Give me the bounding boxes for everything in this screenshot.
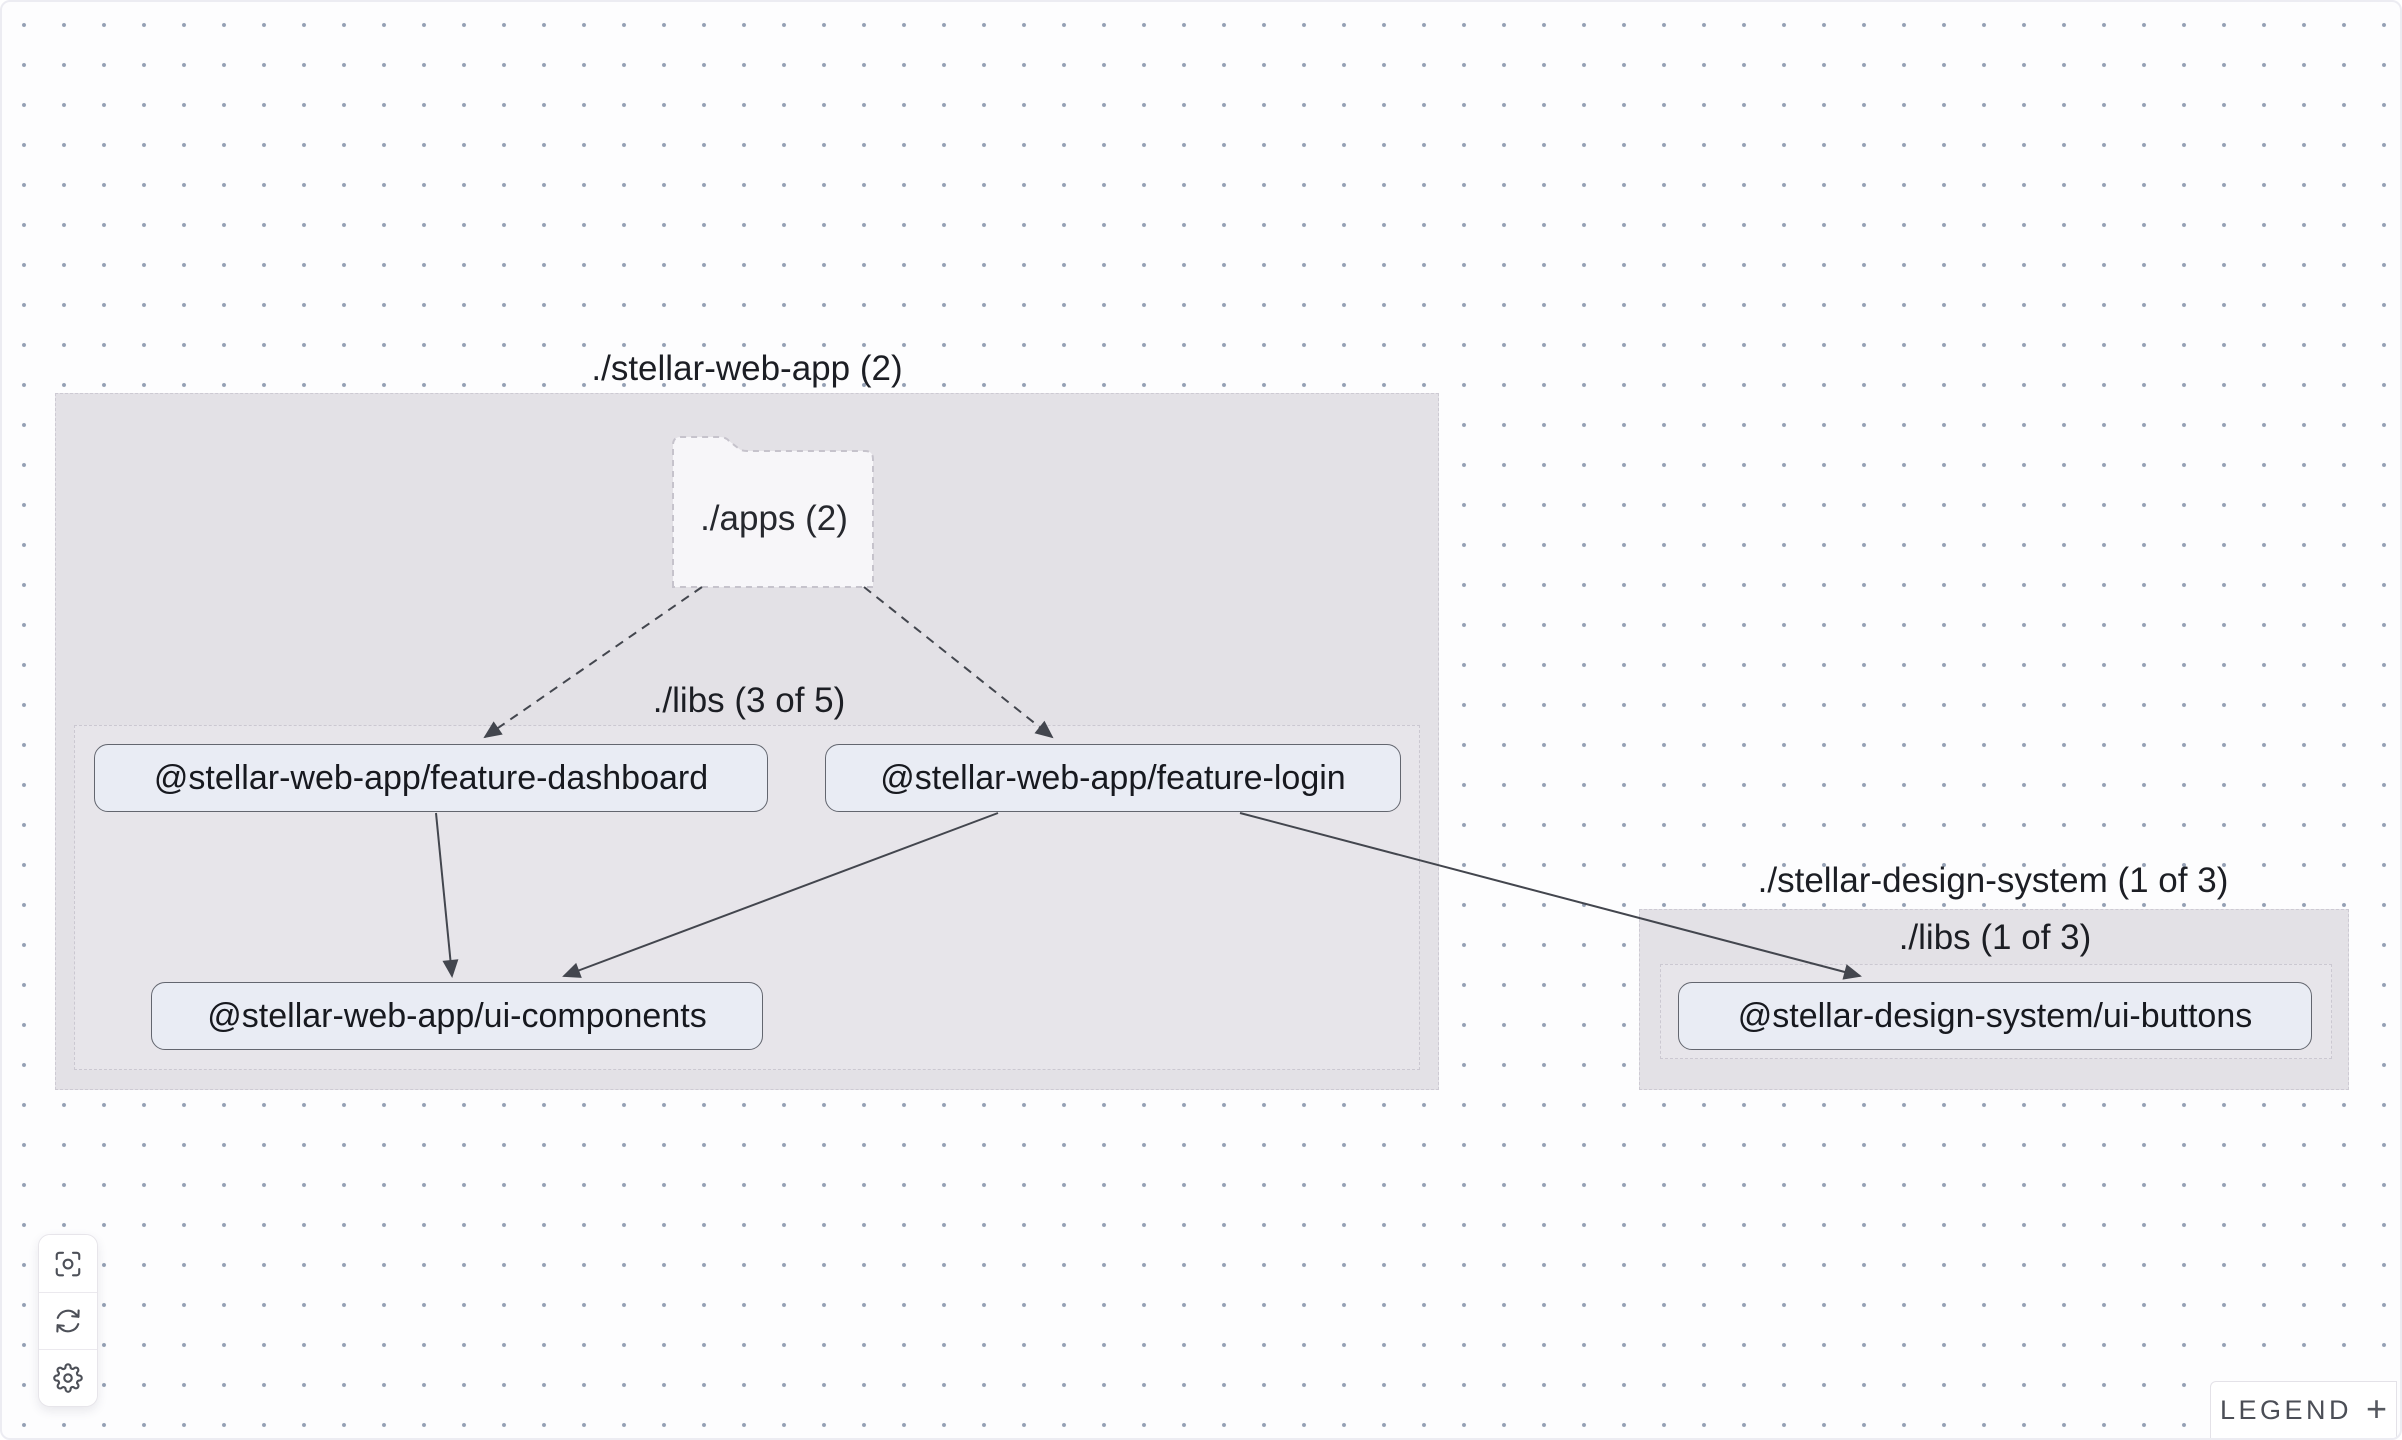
- settings-button[interactable]: [39, 1349, 97, 1406]
- canvas-toolbar: [38, 1234, 98, 1407]
- group-label-stellar-web-app: ./stellar-web-app (2): [591, 349, 903, 388]
- refresh-icon: [56, 1309, 80, 1333]
- legend-label: LEGEND: [2219, 1394, 2352, 1425]
- plus-icon: +: [2366, 1387, 2388, 1429]
- node-feature-dashboard[interactable]: @stellar-web-app/feature-dashboard: [94, 744, 768, 812]
- group-label-stellar-design-system: ./stellar-design-system (1 of 3): [1757, 861, 2229, 900]
- focus-icon: [55, 1251, 81, 1276]
- focus-button[interactable]: [39, 1235, 97, 1292]
- node-feature-login[interactable]: @stellar-web-app/feature-login: [825, 744, 1401, 812]
- legend-toggle-button[interactable]: LEGEND +: [2210, 1381, 2397, 1438]
- folder-shape: [672, 436, 874, 588]
- folder-node-apps[interactable]: [667, 431, 881, 590]
- node-ui-components[interactable]: @stellar-web-app/ui-components: [151, 982, 763, 1050]
- settings-icon: [53, 1363, 83, 1393]
- group-label-stellar-web-app-libs: ./libs (3 of 5): [652, 681, 846, 720]
- node-ui-buttons[interactable]: @stellar-design-system/ui-buttons: [1678, 982, 2312, 1050]
- refresh-button[interactable]: [39, 1292, 97, 1349]
- folder-label-apps: ./apps (2): [700, 498, 848, 538]
- group-label-stellar-design-system-libs: ./libs (1 of 3): [1898, 918, 2092, 957]
